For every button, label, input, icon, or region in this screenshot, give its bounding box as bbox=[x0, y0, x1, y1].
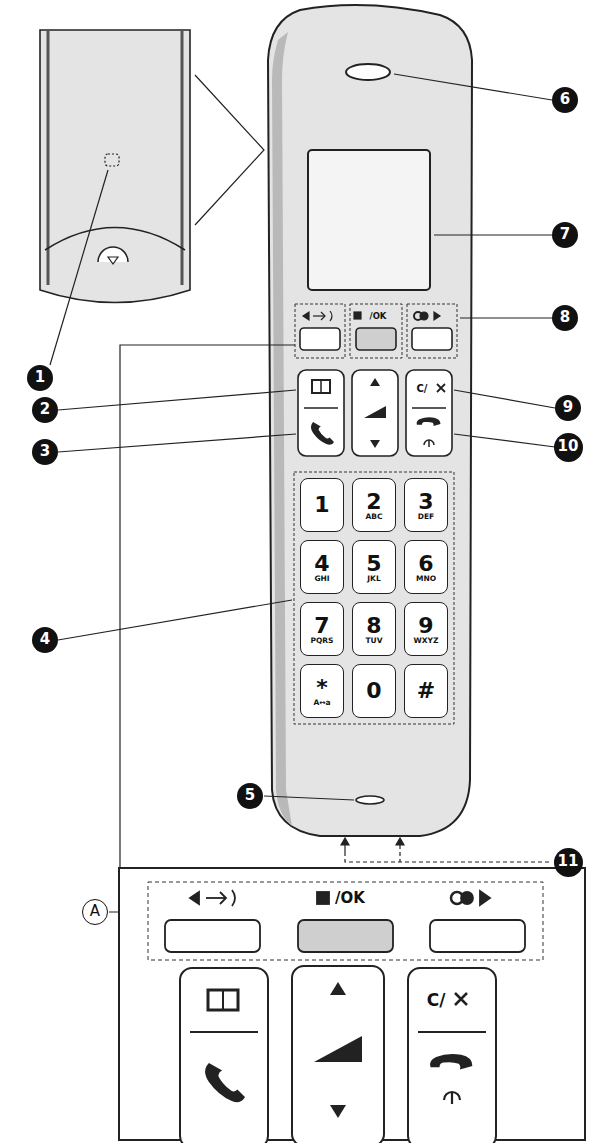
microphone bbox=[356, 796, 384, 804]
callout-number: 3 bbox=[32, 439, 58, 465]
key-digit: 0 bbox=[366, 679, 381, 702]
softkeys bbox=[300, 328, 452, 350]
callout-text: 11 bbox=[558, 854, 579, 870]
softkey-groups bbox=[295, 304, 457, 358]
callout-text: 5 bbox=[245, 788, 255, 804]
softkey-label: /OK bbox=[370, 312, 387, 321]
key-letters: ABC bbox=[365, 513, 382, 521]
key-label: C/ bbox=[417, 384, 428, 394]
key-letters: TUV bbox=[365, 637, 382, 645]
leader-lines bbox=[58, 74, 555, 912]
charge-contact-arrows bbox=[341, 838, 552, 862]
magnified-inset bbox=[40, 30, 264, 365]
callout-text: 3 bbox=[40, 444, 50, 460]
callout-text: 4 bbox=[40, 632, 50, 648]
key-digit: * bbox=[316, 676, 328, 699]
keypad-key: # bbox=[404, 664, 448, 718]
key-letters: WXYZ bbox=[414, 637, 439, 645]
handset-body bbox=[268, 5, 472, 836]
handset-side bbox=[272, 32, 292, 826]
callout-number: 10 bbox=[554, 433, 583, 462]
key-digit: 8 bbox=[366, 614, 381, 637]
callout-text: 2 bbox=[40, 402, 50, 418]
callout-text: A bbox=[90, 904, 100, 920]
key-digit: 1 bbox=[314, 493, 329, 516]
callout-number: 9 bbox=[555, 395, 581, 421]
keypad-key: 7PQRS bbox=[300, 602, 344, 656]
enlarged-key-inset bbox=[119, 868, 585, 1143]
callout-number: A bbox=[82, 899, 108, 925]
callout-number: 1 bbox=[27, 365, 53, 391]
keypad-area bbox=[294, 472, 454, 724]
keypad-key: *A↔a bbox=[300, 664, 344, 718]
key-letters: DEF bbox=[418, 513, 434, 521]
softkey-label: /OK bbox=[335, 891, 365, 906]
key-digit: 6 bbox=[418, 552, 433, 575]
keypad-key: 1 bbox=[300, 478, 344, 532]
callout-number: 8 bbox=[552, 305, 578, 331]
key-digit: 5 bbox=[366, 552, 381, 575]
softkey-icons bbox=[303, 311, 440, 321]
callout-number: 11 bbox=[554, 848, 583, 877]
keypad-key: 6MNO bbox=[404, 540, 448, 594]
key-digit: 3 bbox=[418, 490, 433, 513]
keypad-key: 8TUV bbox=[352, 602, 396, 656]
key-digit: 4 bbox=[314, 552, 329, 575]
key-letters: PQRS bbox=[310, 637, 333, 645]
callout-text: 10 bbox=[558, 439, 579, 455]
key-digit: # bbox=[417, 679, 435, 702]
key-letters: MNO bbox=[416, 575, 436, 583]
callout-text: 1 bbox=[35, 370, 45, 386]
keypad-key: 2ABC bbox=[352, 478, 396, 532]
callout-number: 6 bbox=[552, 87, 578, 113]
earpiece bbox=[346, 64, 390, 80]
key-letters: JKL bbox=[367, 575, 380, 583]
callout-number: 2 bbox=[32, 397, 58, 423]
callout-number: 7 bbox=[552, 222, 578, 248]
key-label: C/ bbox=[427, 992, 446, 1009]
function-keys bbox=[298, 370, 452, 456]
callout-number: 5 bbox=[237, 783, 263, 809]
callout-text: 7 bbox=[560, 227, 570, 243]
callout-text: 9 bbox=[563, 400, 573, 416]
keypad-key: 3DEF bbox=[404, 478, 448, 532]
key-digit: 7 bbox=[314, 614, 329, 637]
key-letters: GHI bbox=[314, 575, 329, 583]
keypad-key: 9WXYZ bbox=[404, 602, 448, 656]
keypad-key: 0 bbox=[352, 664, 396, 718]
keypad-key: 4GHI bbox=[300, 540, 344, 594]
callout-text: 6 bbox=[560, 92, 570, 108]
display-screen bbox=[308, 150, 430, 290]
key-digit: 9 bbox=[418, 614, 433, 637]
key-digit: 2 bbox=[366, 490, 381, 513]
callout-text: 8 bbox=[560, 310, 570, 326]
key-letters: A↔a bbox=[313, 699, 330, 707]
keypad-key: 5JKL bbox=[352, 540, 396, 594]
callout-number: 4 bbox=[32, 627, 58, 653]
